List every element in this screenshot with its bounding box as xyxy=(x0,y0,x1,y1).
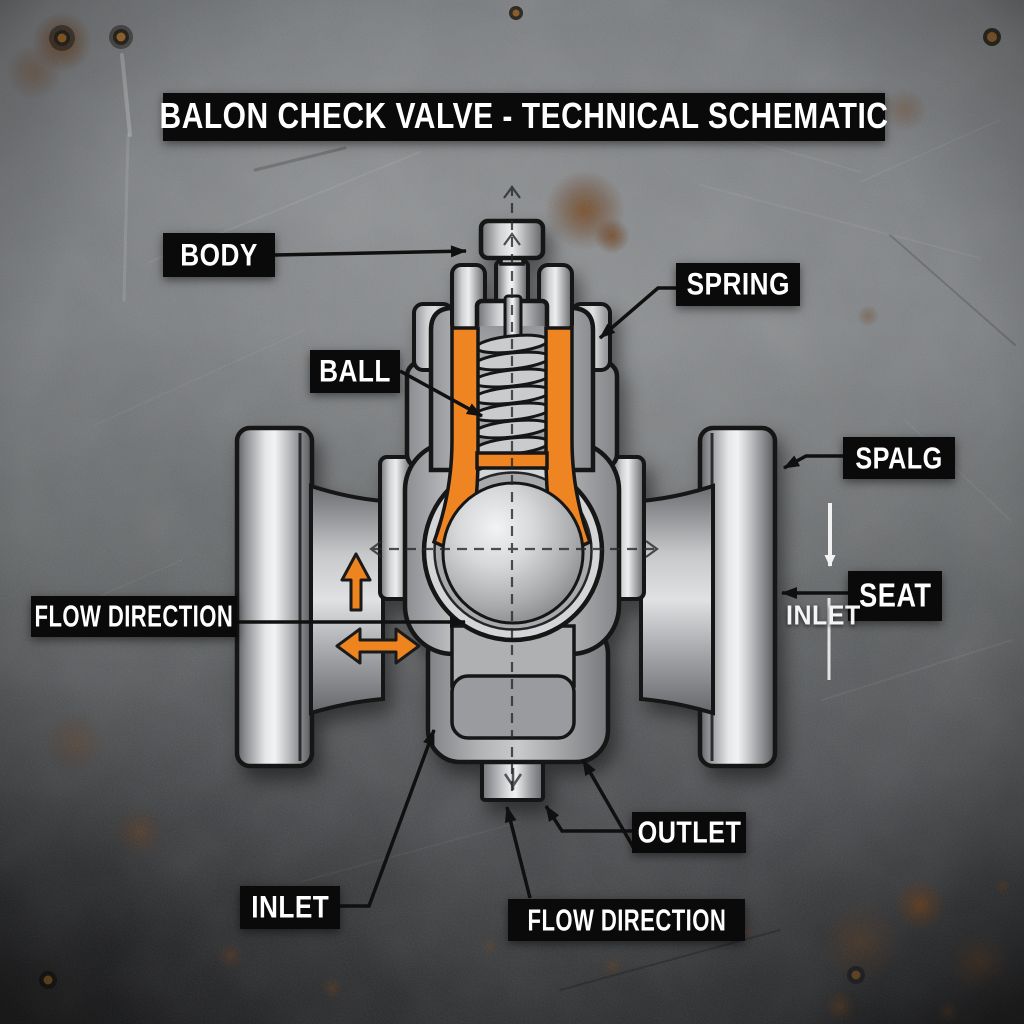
ball-leader-line xyxy=(399,369,483,418)
inlet-pipe-hub xyxy=(309,483,385,716)
page-title: BALON CHECK VALVE - TECHNICAL SCHEMATIC xyxy=(159,96,889,137)
label-body-text: BODY xyxy=(180,236,258,273)
label-spalg-text: SPALG xyxy=(855,439,943,476)
label-inlet-right: INLET xyxy=(786,600,861,632)
centerline-up-arrow-icon xyxy=(503,232,521,246)
outlet-leader-line xyxy=(544,805,632,833)
label-outlet-text: OUTLET xyxy=(637,814,741,850)
label-spring-text: SPRING xyxy=(686,266,790,302)
centerline-left-arrow-icon xyxy=(369,540,383,558)
centerline-right-arrow-icon xyxy=(645,540,659,558)
flow-up-arrow-icon xyxy=(340,552,372,612)
outlet-pipe-hub xyxy=(639,483,715,716)
spalg-leader-line xyxy=(783,454,843,470)
flow-arrows xyxy=(335,552,421,665)
outlet-leader-line-2 xyxy=(581,759,638,853)
label-seat-text: SEAT xyxy=(858,577,932,614)
label-spalg: SPALG xyxy=(843,437,955,479)
body-leader-line xyxy=(274,245,467,258)
label-seat: SEAT xyxy=(848,571,942,621)
label-flow-direction-left: FLOW DIRECTION xyxy=(31,596,237,637)
label-flow-direction-left-text: FLOW DIRECTION xyxy=(34,598,234,634)
centerline-up-arrow-icon xyxy=(503,185,521,199)
inlet-leader-line xyxy=(340,729,436,908)
label-spring: SPRING xyxy=(676,263,800,306)
label-flow-direction-bottom-text: FLOW DIRECTION xyxy=(527,901,726,938)
label-inlet-bottom: INLET xyxy=(240,886,340,929)
leader-lines xyxy=(237,245,848,908)
flow-direction-bottom-leader-line xyxy=(504,806,532,899)
label-flow-direction-bottom: FLOW DIRECTION xyxy=(508,899,745,941)
label-ball-text: BALL xyxy=(319,353,391,389)
label-body: BODY xyxy=(163,233,275,277)
spring-leader-line xyxy=(598,286,676,340)
centerlines xyxy=(369,185,659,793)
flow-bidirectional-arrow-icon xyxy=(335,627,421,665)
label-outlet: OUTLET xyxy=(632,812,746,853)
label-inlet-right-text: INLET xyxy=(786,600,861,632)
label-ball: BALL xyxy=(310,350,400,393)
label-inlet-bottom-text: INLET xyxy=(250,889,330,925)
inlet-dimension-marks xyxy=(824,503,836,680)
title-bar: BALON CHECK VALVE - TECHNICAL SCHEMATIC xyxy=(160,93,888,141)
